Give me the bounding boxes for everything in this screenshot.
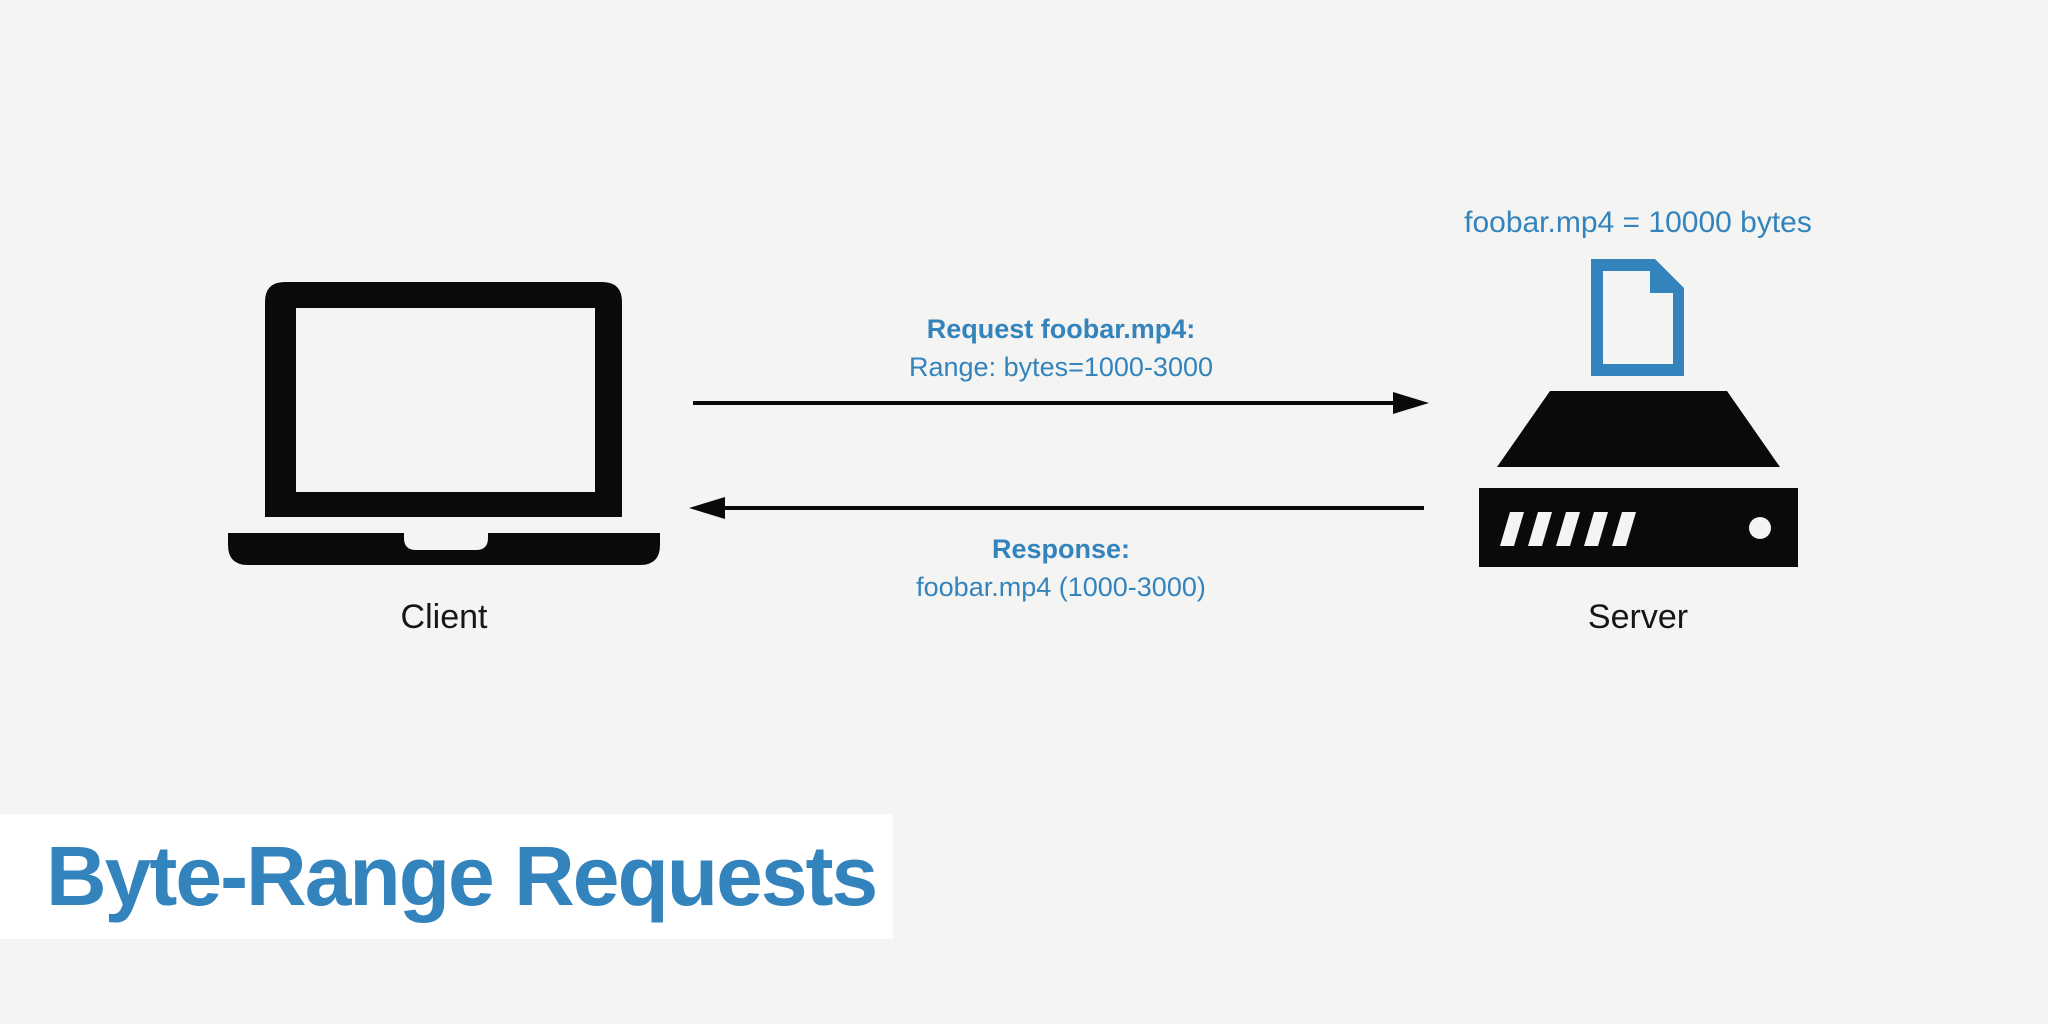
server-vents-icon [1500, 512, 1636, 546]
page-title: Byte-Range Requests [46, 829, 878, 923]
server-label: Server [1587, 598, 1689, 636]
response-line1: Response: [991, 534, 1131, 564]
server-led-icon [1749, 517, 1771, 539]
request-line2: Range: bytes=1000-3000 [909, 352, 1213, 382]
file-document-icon [1591, 259, 1684, 376]
title-band: Byte-Range Requests [0, 814, 893, 939]
request-line1: Request foobar.mp4: [926, 314, 1196, 344]
response-arrow-icon [689, 497, 1424, 519]
file-size-text: foobar.mp4 = 10000 bytes [1464, 206, 1812, 239]
response-line2: foobar.mp4 (1000-3000) [916, 572, 1206, 602]
request-arrow-icon [693, 392, 1429, 414]
client-label: Client [400, 598, 488, 636]
request-message: Request foobar.mp4: Range: bytes=1000-30… [741, 310, 1381, 386]
laptop-icon [228, 282, 660, 565]
response-message: Response: foobar.mp4 (1000-3000) [741, 530, 1381, 606]
server-icon [1479, 391, 1798, 567]
